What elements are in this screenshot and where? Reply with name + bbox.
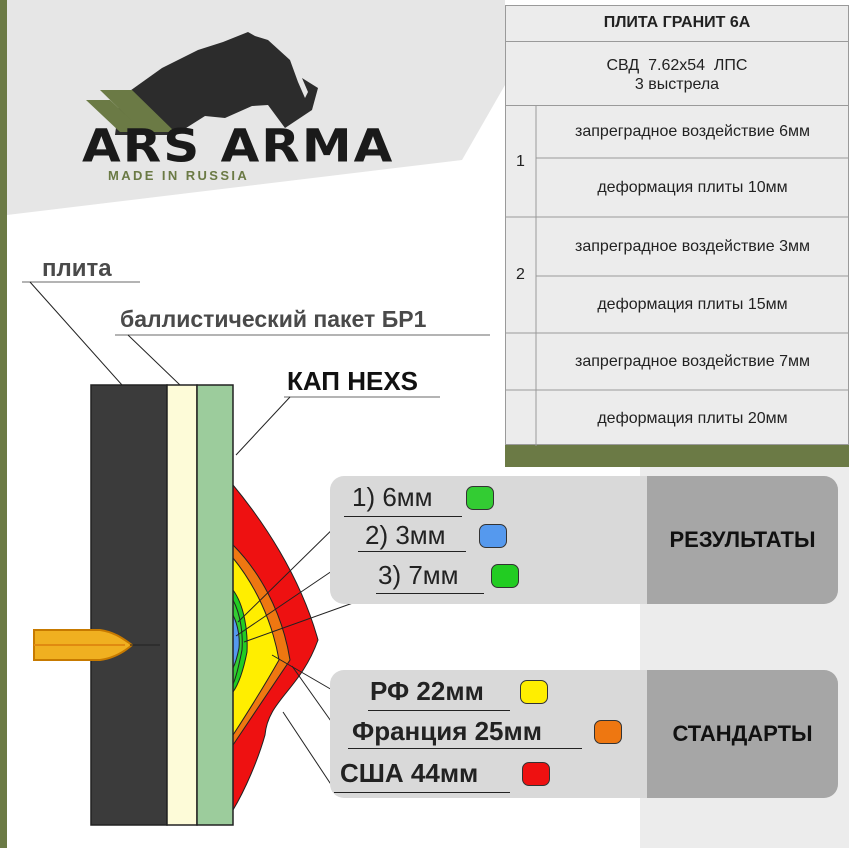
table-title: ПЛИТА ГРАНИТ 6А [505,5,849,42]
standard-label-rf: РФ 22мм [370,676,484,706]
plate-layer [90,384,168,826]
bulge-yellow-rf [232,556,280,737]
standard-label-usa: США 44мм [340,758,479,788]
result-chip-3 [491,564,519,588]
standards-panel-right [647,670,838,798]
kap-layer [196,384,234,826]
brand-tagline: MADE IN RUSSIA [108,168,250,183]
shot-3-impact: запреградное воздействие 7мм [575,352,810,370]
result-chip-2 [479,524,507,548]
result-underline-1 [344,516,462,517]
standard-underline-france [348,748,582,749]
standard-underline-rf [368,710,510,711]
table-subtitle-shots: 3 выстрела [634,76,720,93]
shot-2-impact: запреградное воздействие 3мм [575,237,810,255]
olive-band [505,445,849,467]
result-chip-1 [466,486,494,510]
standard-chip-rf [520,680,548,704]
result-underline-2 [358,551,466,552]
standard-label-france: Франция 25мм [352,716,542,746]
table-subtitle-weapon: СВД 7.62x54 ЛПС [606,57,748,74]
label-package: баллистический пакет БР1 [120,306,427,332]
standard-chip-france [594,720,622,744]
result-label-1: 1) 6мм [352,482,433,512]
bear-logo-icon [86,32,318,135]
result-label-2: 2) 3мм [365,520,446,550]
standards-title: СТАНДАРТЫ [672,721,813,746]
results-title: РЕЗУЛЬТАТЫ [669,527,816,552]
shot-number-1: 1 [516,152,525,170]
package-layer [166,384,198,826]
standard-underline-usa [334,792,510,793]
shot-3-deformation: деформация плиты 20мм [597,409,788,427]
standards-panel [330,670,838,798]
shot-1-impact: запреградное воздействие 6мм [575,123,810,140]
result-label-3: 3) 7мм [378,560,459,590]
label-kap: КАП HEXS [287,366,419,396]
result-underline-3 [376,593,484,594]
brand-name: ARS ARMA [82,119,395,173]
table-subtitle: СВД 7.62x54 ЛПС 3 выстрела [505,42,849,106]
standard-chip-usa [522,762,550,786]
shot-1-deformation: деформация плиты 10мм [597,178,788,196]
shot-number-2: 2 [516,266,525,283]
label-plate: плита [42,255,112,282]
shot-2-deformation: деформация плиты 15мм [597,295,788,313]
results-panel [330,476,838,604]
table-grid [505,106,849,446]
bulge-blue-3mm [232,614,240,669]
results-table [505,5,849,445]
results-panel-right [647,476,838,604]
